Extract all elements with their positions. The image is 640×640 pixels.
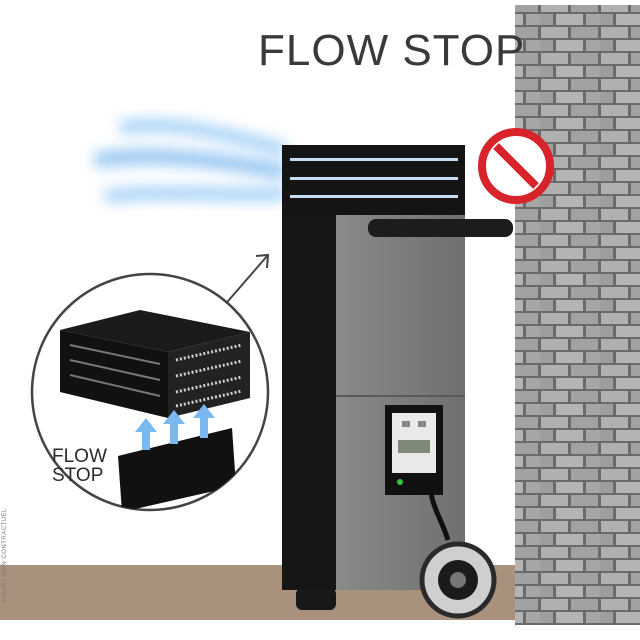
handle [368, 219, 513, 237]
prohibited-sign-icon [478, 128, 554, 204]
page-title: FLOW STOP [258, 26, 526, 75]
inset-circle [30, 272, 270, 512]
dehumidifier-unit [282, 145, 513, 619]
pointer-arrow-icon [221, 253, 270, 309]
brick-wall [515, 5, 640, 625]
airflow-icon [94, 119, 287, 202]
disclaimer-note: VISUEL NON CONTRACTUEL [1, 508, 8, 602]
inset-label-line1: FLOW [52, 446, 107, 467]
inset-label-line2: STOP [52, 465, 104, 486]
airflow-arrow-icon [135, 404, 215, 450]
